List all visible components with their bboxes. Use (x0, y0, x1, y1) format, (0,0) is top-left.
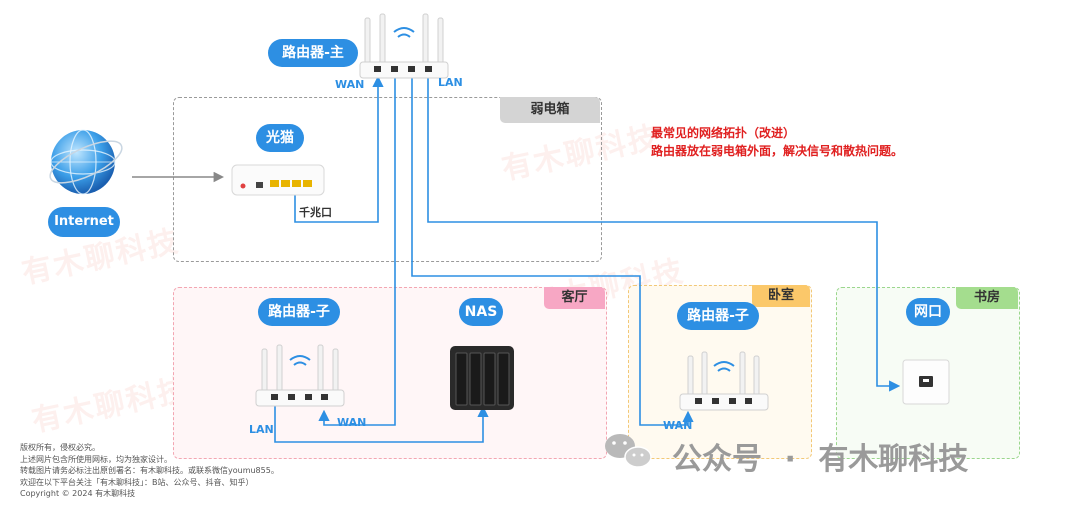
modem-device-icon (231, 164, 325, 196)
footer-brand-separator: · (784, 442, 796, 477)
copyright-line: 上述网片包含所使用网标，均为独家设计。 (20, 454, 172, 464)
main-lan-label: LAN (438, 76, 463, 89)
main-router-device-icon (359, 13, 449, 79)
main-wan-label: WAN (335, 78, 365, 91)
copyright-block: 版权所有，侵权必究。 上述网片包含所使用网标，均为独家设计。 转载图片请务必标注… (20, 442, 279, 500)
modem-to-main-router-line (294, 75, 384, 223)
bedroom-tag: 卧室 (752, 285, 810, 307)
wall-port-label: 网口 (906, 298, 950, 326)
globe-icon (49, 129, 123, 195)
copyright-line: Copyright © 2024 有木聊科技 (20, 489, 136, 498)
wall-port-device-icon (902, 359, 950, 405)
footer-brand-name: 有木聊科技 (818, 442, 969, 477)
weak-box-zone (173, 97, 602, 262)
gigabit-port-label: 千兆口 (299, 206, 332, 219)
footer-brand: 公众号 · 有木聊科技 (672, 434, 968, 478)
main-to-wall-port-line (427, 78, 901, 392)
bedroom-router-label: 路由器-子 (677, 302, 759, 330)
main-router-label: 路由器-主 (268, 39, 358, 67)
bedroom-wan-label: WAN (663, 419, 693, 432)
living-router-device-icon (255, 344, 345, 407)
copyright-line: 转载图片请务必标注出原创署名：有木聊科技。或联系微信youmu855。 (20, 466, 279, 475)
nas-device-icon (450, 346, 514, 410)
wechat-icon (605, 434, 652, 468)
weak-box-tag: 弱电箱 (500, 97, 600, 123)
living-wan-label: WAN (337, 416, 367, 429)
copyright-line: 版权所有，侵权必究。 (20, 443, 100, 452)
bedroom-router-device-icon (679, 351, 769, 411)
footer-brand-prefix: 公众号 (672, 442, 762, 477)
main-to-bedroom-router-line (411, 78, 694, 426)
living-room-tag: 客厅 (544, 287, 605, 309)
internet-label: Internet (48, 207, 120, 237)
annotation-detail: 路由器放在弱电箱外面，解决信号和散热问题。 (651, 144, 904, 158)
modem-label: 光猫 (256, 124, 304, 152)
copyright-line: 欢迎在以下平台关注「有木聊科技」：B站、公众号、抖音、知乎） (20, 477, 254, 487)
living-router-label: 路由器-子 (258, 298, 340, 326)
living-router-to-nas-line (274, 405, 489, 443)
study-tag: 书房 (956, 287, 1018, 309)
main-to-living-router-line (318, 78, 396, 426)
living-lan-label: LAN (249, 423, 274, 436)
living-room-zone (173, 287, 607, 459)
annotation-title: 最常见的网络拓扑（改进） (651, 126, 796, 140)
nas-label: NAS (459, 298, 503, 326)
